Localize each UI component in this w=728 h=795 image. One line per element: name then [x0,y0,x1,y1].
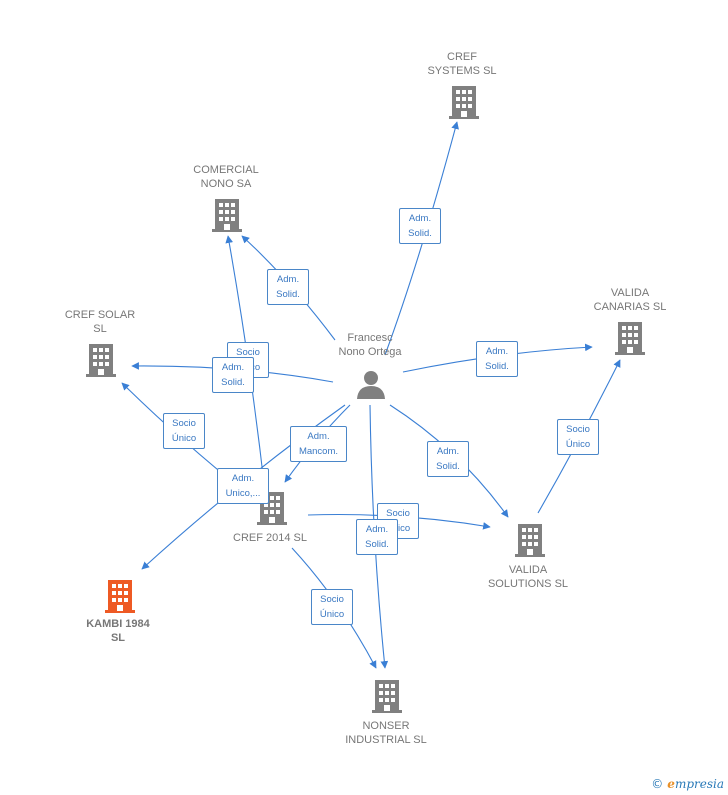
relation-badge[interactable]: Adm. Solid. [427,441,469,477]
relation-badge[interactable]: Adm. Mancom. [290,426,347,462]
relation-badge[interactable]: Adm. Solid. [212,357,254,393]
node-label: Francesc Nono Ortega [338,332,402,358]
node-label: CREF 2014 SL [233,532,307,544]
node-person[interactable]: Francesc Nono Ortega [318,331,422,359]
relation-badge[interactable]: Adm. Solid. [399,208,441,244]
building-icon [86,344,116,377]
person-icon [357,371,385,399]
relation-badge[interactable]: Adm. Solid. [476,341,518,377]
node-label: KAMBI 1984 SL [86,618,150,644]
node-valida-solutions[interactable]: VALIDA SOLUTIONS SL [476,563,580,591]
node-cref-solar[interactable]: CREF SOLAR SL [48,308,152,336]
node-label: CREF SOLAR SL [64,309,136,335]
relation-badge[interactable]: Adm. Solid. [356,519,398,555]
node-valida-canarias[interactable]: VALIDA CANARIAS SL [578,286,682,314]
node-kambi[interactable]: KAMBI 1984 SL [66,617,170,645]
relation-badge[interactable]: Socio Único [163,413,205,449]
node-nonser[interactable]: NONSER INDUSTRIAL SL [334,719,438,747]
node-label: CREF SYSTEMS SL [427,51,497,77]
node-label: COMERCIAL NONO SA [193,164,259,190]
brand-footer: ©empresia [651,777,724,791]
relation-badge[interactable]: Adm. Solid. [267,269,309,305]
brand-logo-text: mpresia [674,777,724,791]
building-icon [615,322,645,355]
building-icon [449,86,479,119]
node-cref-systems[interactable]: CREF SYSTEMS SL [410,50,514,78]
relation-badge[interactable]: Adm. Unico,... [217,468,269,504]
copyright-symbol: © [651,777,664,791]
brand-logo-e: e [667,777,675,791]
building-icon [105,580,135,613]
node-label: VALIDA SOLUTIONS SL [487,564,569,590]
building-icon [212,199,242,232]
node-cref-2014[interactable]: CREF 2014 SL [218,531,322,545]
node-comercial-nono[interactable]: COMERCIAL NONO SA [174,163,278,191]
relation-badge[interactable]: Socio Único [557,419,599,455]
edge-person-cref-systems [384,121,459,356]
node-label: VALIDA CANARIAS SL [593,287,667,313]
relation-badge[interactable]: Socio Único [311,589,353,625]
building-icon [515,524,545,557]
node-label: NONSER INDUSTRIAL SL [345,720,427,746]
building-icon [372,680,402,713]
